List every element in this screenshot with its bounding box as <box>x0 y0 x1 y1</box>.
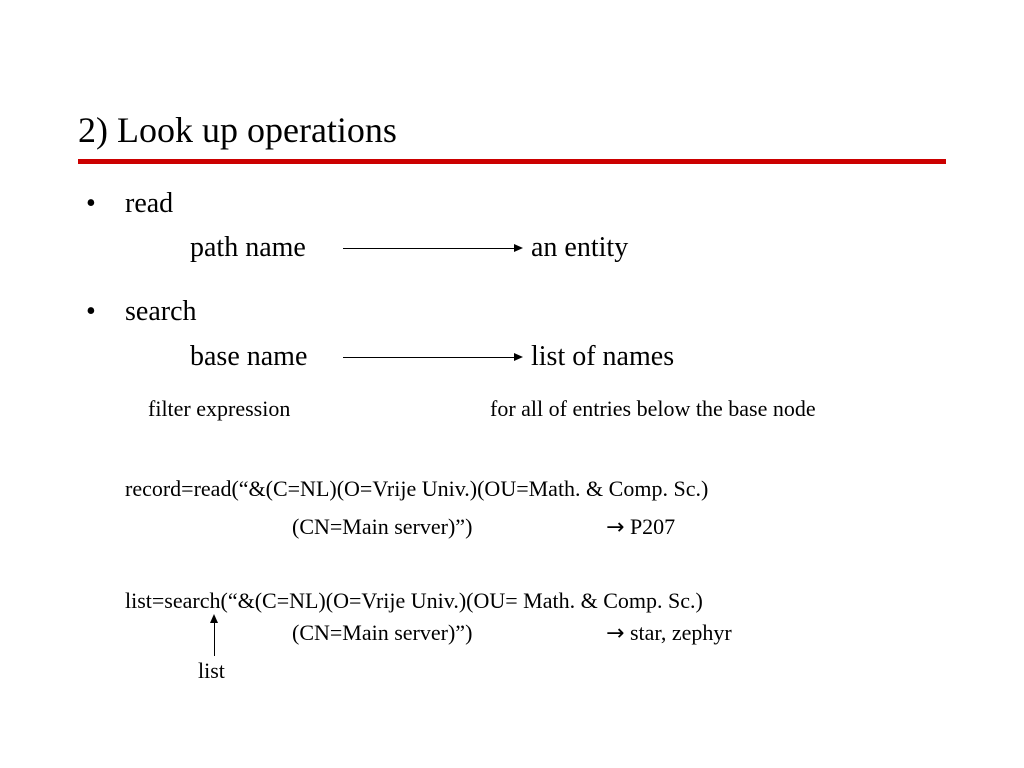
bullet-search-label: search <box>125 296 197 327</box>
bullet-read-marker: • <box>86 188 96 219</box>
title-underline <box>78 159 946 164</box>
example-read-result-value: P207 <box>629 514 676 539</box>
read-from-text: path name <box>190 232 306 263</box>
list-pointer-arrow-line <box>214 622 215 656</box>
example-read-result: → P207 <box>606 514 675 541</box>
example-search-line2: (CN=Main server)”) <box>292 620 473 645</box>
example-search-line1: list=search(“&(C=NL)(O=Vrije Univ.)(OU= … <box>125 588 703 613</box>
example-search-result: → star, zephyr <box>606 620 732 647</box>
bullet-read-label: read <box>125 188 174 219</box>
search-to-text: list of names <box>531 341 675 372</box>
arrow-right-icon: → <box>606 621 625 646</box>
read-to-text: an entity <box>531 232 629 263</box>
search-arrow-line <box>343 357 515 358</box>
search-filter-label: filter expression <box>148 396 291 421</box>
bullet-search-marker: • <box>86 296 96 327</box>
slide-title: 2) Look up operations <box>78 110 397 150</box>
search-arrow-head <box>514 353 523 361</box>
list-annotation: list <box>198 658 225 683</box>
example-read-line2: (CN=Main server)”) <box>292 514 473 539</box>
read-arrow-line <box>343 248 515 249</box>
example-read-line1: record=read(“&(C=NL)(O=Vrije Univ.)(OU=M… <box>125 476 709 501</box>
read-arrow-head <box>514 244 523 252</box>
list-pointer-arrow-head <box>210 614 218 623</box>
arrow-right-icon: → <box>606 515 625 540</box>
search-from-text: base name <box>190 341 308 372</box>
example-search-result-value: star, zephyr <box>629 620 732 645</box>
search-scope-label: for all of entries below the base node <box>490 396 816 421</box>
